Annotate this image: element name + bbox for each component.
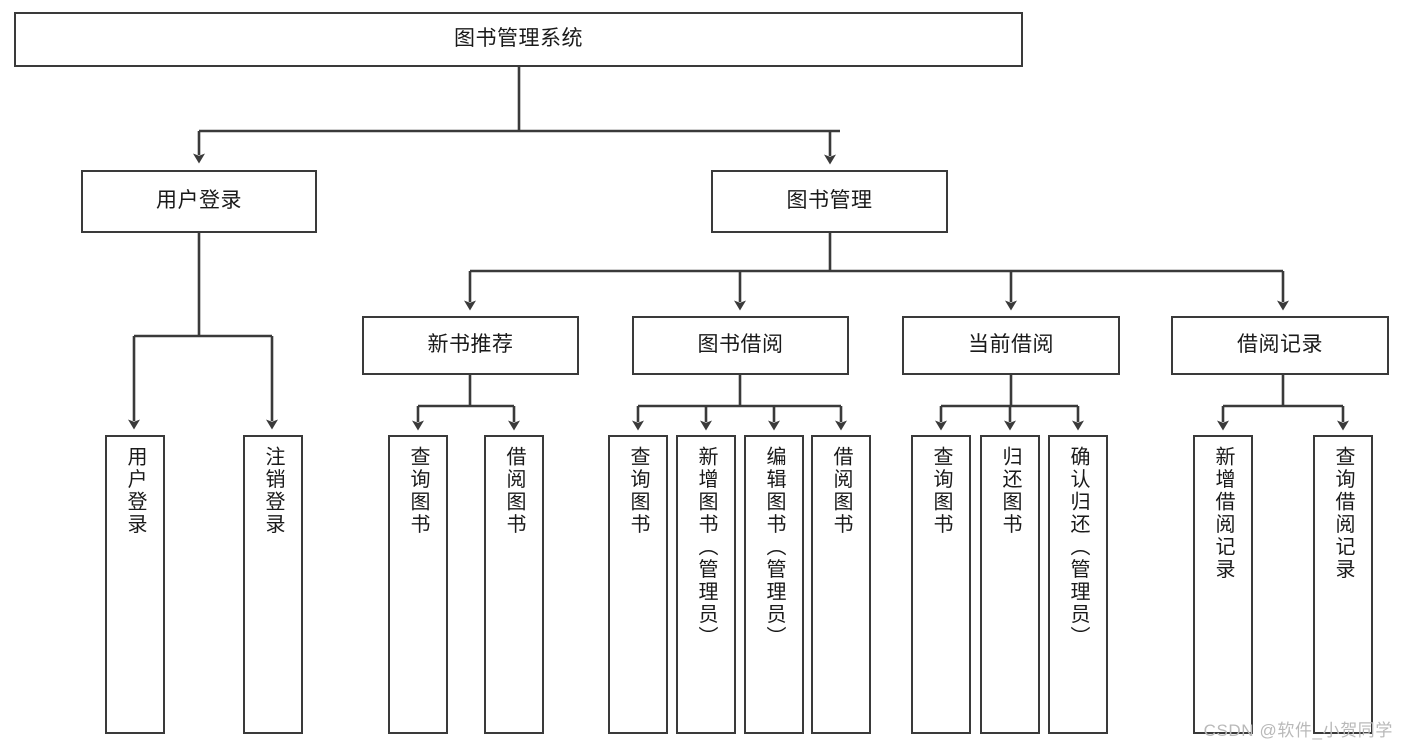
node-leaf-user-login[interactable]: 用户登录 xyxy=(105,435,165,734)
node-leaf-logout-label: 注销登录 xyxy=(262,446,284,536)
node-user-login[interactable]: 用户登录 xyxy=(81,170,317,233)
node-book-manage-label: 图书管理 xyxy=(786,189,873,213)
node-root-label: 图书管理系统 xyxy=(454,27,583,51)
node-book-manage[interactable]: 图书管理 xyxy=(711,170,948,233)
node-new-book-rec-label: 新书推荐 xyxy=(427,333,514,357)
node-leaf-add-book-label: 新增图书（管理员） xyxy=(695,446,717,649)
node-leaf-query-book-2[interactable]: 查询图书 xyxy=(608,435,668,734)
node-new-book-rec[interactable]: 新书推荐 xyxy=(362,316,579,375)
node-user-login-label: 用户登录 xyxy=(156,189,242,213)
node-leaf-logout[interactable]: 注销登录 xyxy=(243,435,303,734)
node-leaf-query-book-3[interactable]: 查询图书 xyxy=(911,435,971,734)
node-leaf-query-book-3-label: 查询图书 xyxy=(930,446,952,536)
node-borrow-record[interactable]: 借阅记录 xyxy=(1171,316,1389,375)
node-leaf-return-book-label: 归还图书 xyxy=(999,446,1021,536)
node-current-borrow-label: 当前借阅 xyxy=(968,333,1054,357)
node-leaf-user-login-label: 用户登录 xyxy=(124,446,146,536)
node-leaf-query-record-label: 查询借阅记录 xyxy=(1332,446,1354,581)
node-leaf-borrow-book-1-label: 借阅图书 xyxy=(503,446,525,536)
node-leaf-query-record[interactable]: 查询借阅记录 xyxy=(1313,435,1373,734)
node-book-borrow[interactable]: 图书借阅 xyxy=(632,316,849,375)
node-leaf-add-book[interactable]: 新增图书（管理员） xyxy=(676,435,736,734)
node-leaf-edit-book[interactable]: 编辑图书（管理员） xyxy=(744,435,804,734)
node-leaf-add-record[interactable]: 新增借阅记录 xyxy=(1193,435,1253,734)
node-leaf-query-book-1-label: 查询图书 xyxy=(407,446,429,536)
node-borrow-record-label: 借阅记录 xyxy=(1237,333,1323,357)
node-leaf-return-book[interactable]: 归还图书 xyxy=(980,435,1040,734)
node-leaf-edit-book-label: 编辑图书（管理员） xyxy=(763,446,785,649)
node-leaf-confirm-return[interactable]: 确认归还（管理员） xyxy=(1048,435,1108,734)
node-leaf-add-record-label: 新增借阅记录 xyxy=(1212,446,1234,581)
node-root[interactable]: 图书管理系统 xyxy=(14,12,1023,67)
node-leaf-confirm-return-label: 确认归还（管理员） xyxy=(1067,446,1089,649)
node-leaf-query-book-1[interactable]: 查询图书 xyxy=(388,435,448,734)
node-leaf-borrow-book-2-label: 借阅图书 xyxy=(830,446,852,536)
node-leaf-query-book-2-label: 查询图书 xyxy=(627,446,649,536)
node-book-borrow-label: 图书借阅 xyxy=(697,333,784,357)
node-current-borrow[interactable]: 当前借阅 xyxy=(902,316,1120,375)
node-leaf-borrow-book-2[interactable]: 借阅图书 xyxy=(811,435,871,734)
node-leaf-borrow-book-1[interactable]: 借阅图书 xyxy=(484,435,544,734)
